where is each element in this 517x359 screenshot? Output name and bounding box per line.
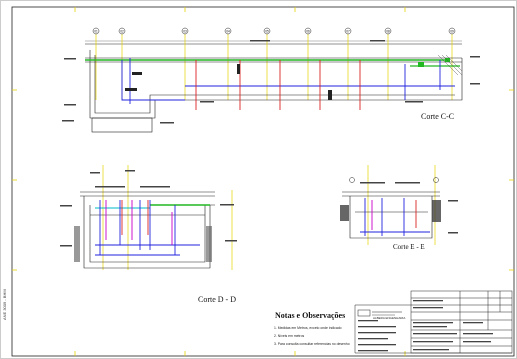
section-cc xyxy=(62,33,480,133)
axis-marker-label: 07 xyxy=(346,29,350,33)
note-item-1: 1. Medidas em Metros, exceto onde indica… xyxy=(274,326,342,330)
axis-marker-label: 03 xyxy=(183,29,187,33)
axis-marker-label: 05 xyxy=(265,29,269,33)
note-item-2: 2. Níveis em metros xyxy=(274,334,305,338)
axis-marker-circle xyxy=(344,27,352,35)
notes-title: Notas e Observações xyxy=(275,311,346,320)
axis-marker-label: 06 xyxy=(306,29,310,33)
axis-marker-circle xyxy=(448,27,456,35)
section-ee xyxy=(340,165,458,245)
axis-marker-label: 09 xyxy=(450,29,454,33)
axis-marker-circle xyxy=(224,27,232,35)
cc-axis-markers: 01 02 03 04 05 06 07 08 09 xyxy=(92,27,456,35)
section-ee-label: Corte E - E xyxy=(393,243,425,251)
axis-marker-circle xyxy=(118,27,126,35)
section-cc-label: Corte C-C xyxy=(421,112,455,121)
axis-marker-label: 02 xyxy=(120,29,124,33)
note-item-3: 3. Para consulta consultar referencias n… xyxy=(274,342,350,346)
axis-marker-label: 01 xyxy=(94,29,98,33)
axis-marker-circle xyxy=(92,27,100,35)
title-block xyxy=(410,290,513,354)
section-dd-label: Corte D - D xyxy=(198,295,236,304)
title-block-fill xyxy=(358,300,493,352)
section-dd xyxy=(60,165,237,270)
sheet-border xyxy=(11,6,515,357)
axis-marker-circle xyxy=(181,27,189,35)
border-ticks xyxy=(12,7,514,356)
notes-logo xyxy=(357,309,402,317)
sheet-side-text: ANE 3009 - BHM xyxy=(2,289,7,320)
axis-marker-circle xyxy=(384,27,392,35)
axis-marker-label: 08 xyxy=(386,29,390,33)
axis-marker-circle xyxy=(263,27,271,35)
axis-marker-label: 04 xyxy=(226,29,230,33)
axis-marker-circle xyxy=(304,27,312,35)
title-block-company: ALBERA ENGENHARIA xyxy=(373,316,406,320)
